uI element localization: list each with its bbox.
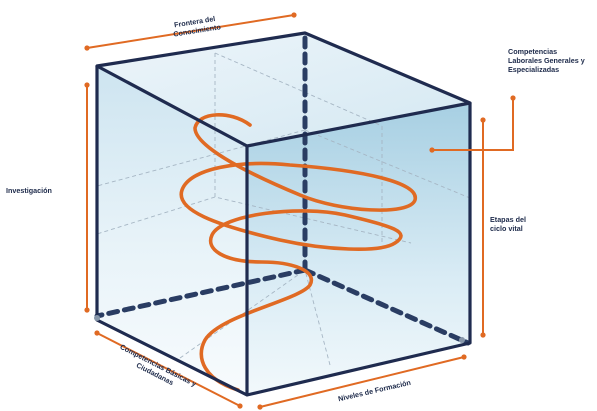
cube-visible-edges [95, 31, 472, 397]
label-competencias-laborales: Competencias Laborales Generales y Espec… [508, 47, 587, 74]
label-investigacion: Investigación [6, 186, 52, 195]
dimension-lines [84, 12, 516, 410]
hidden-back-edges [94, 35, 471, 346]
label-niveles-de-formacion: Niveles de Formación [337, 378, 411, 403]
inner-guide-lines [96, 52, 471, 366]
label-frontera-del-conocimiento: Frontera del Conocimiento [171, 13, 222, 38]
cube-top-face [97, 33, 470, 146]
spiral-curve [179, 113, 417, 392]
label-etapas-ciclo-vital: Etapas del ciclo vital [490, 215, 528, 233]
corner-dots [94, 315, 465, 343]
